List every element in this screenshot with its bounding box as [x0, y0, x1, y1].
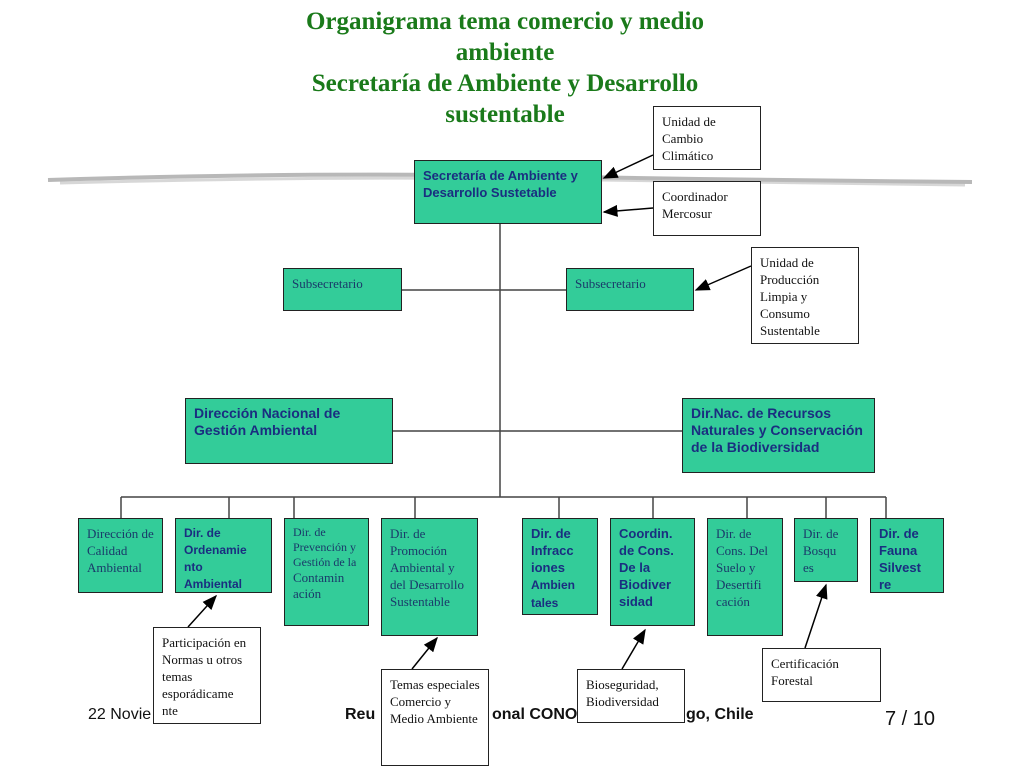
- box-dir-nac-gestion-ambiental: Dirección Nacional de Gestión Ambiental: [185, 398, 393, 464]
- title-line-2: ambiente: [455, 39, 555, 66]
- footer-event-mid: onal CONO: [492, 706, 578, 723]
- box-subsecretario-left: Subsecretario: [283, 268, 402, 311]
- prevencion-head: Dir. de Prevención y Gestión de la: [293, 525, 357, 569]
- box-dir-calidad-ambiental: Dirección de Calidad Ambiental: [78, 518, 163, 593]
- footer-event-end: go, Chile: [686, 706, 754, 723]
- box-dir-prevencion: Dir. de Prevención y Gestión de la Conta…: [284, 518, 369, 626]
- box-subsecretario-right: Subsecretario: [566, 268, 694, 311]
- infracciones-head: Dir. de Infracc iones: [531, 526, 574, 575]
- box-coord-conservacion-biodiversidad: Coordin. de Cons. De la Biodiver sidad: [610, 518, 695, 626]
- footer-event: Reu: [345, 706, 376, 723]
- box-secretaria: Secretaría de Ambiente y Desarrollo Sust…: [414, 160, 602, 224]
- box-dir-infracciones: Dir. de Infracc iones Ambien tales: [522, 518, 598, 615]
- page-title: Organigrama tema comercio y medio ambien…: [230, 6, 780, 130]
- footer-date: 22 Novie: [88, 706, 152, 723]
- note-temas-especiales: Temas especiales Comercio y Medio Ambien…: [381, 669, 489, 766]
- prevencion-tail: Contamin ación: [293, 570, 345, 601]
- page-number: 7 / 10: [885, 708, 936, 730]
- note-coordinador-mercosur: Coordinador Mercosur: [653, 181, 761, 236]
- box-dir-nac-recursos-naturales: Dir.Nac. de Recursos Naturales y Conserv…: [682, 398, 875, 473]
- note-participacion-normas: Participación en Normas u otros temas es…: [153, 627, 261, 724]
- box-dir-conservacion-suelo: Dir. de Cons. Del Suelo y Desertifi caci…: [707, 518, 783, 636]
- note-certificacion-forestal: Certificación Forestal: [762, 648, 881, 702]
- title-line-3: Secretaría de Ambiente y Desarrollo: [311, 70, 699, 97]
- infracciones-tail: Ambien tales: [531, 578, 576, 610]
- note-unidad-cambio-climatico: Unidad de Cambio Climático: [653, 106, 761, 170]
- title-line-4: sustentable: [445, 101, 565, 128]
- title-line-1: Organigrama tema comercio y medio: [305, 8, 705, 35]
- box-dir-promocion-ambiental: Dir. de Promoción Ambiental y del Desarr…: [381, 518, 478, 636]
- note-bioseguridad: Bioseguridad, Biodiversidad: [577, 669, 685, 723]
- box-dir-ordenamiento-ambiental: Dir. de Ordenamie nto Ambiental: [175, 518, 272, 593]
- note-unidad-produccion-limpia: Unidad de Producción Limpia y Consumo Su…: [751, 247, 859, 344]
- box-dir-fauna-silvestre: Dir. de Fauna Silvest re: [870, 518, 944, 593]
- box-dir-bosques: Dir. de Bosqu es: [794, 518, 858, 582]
